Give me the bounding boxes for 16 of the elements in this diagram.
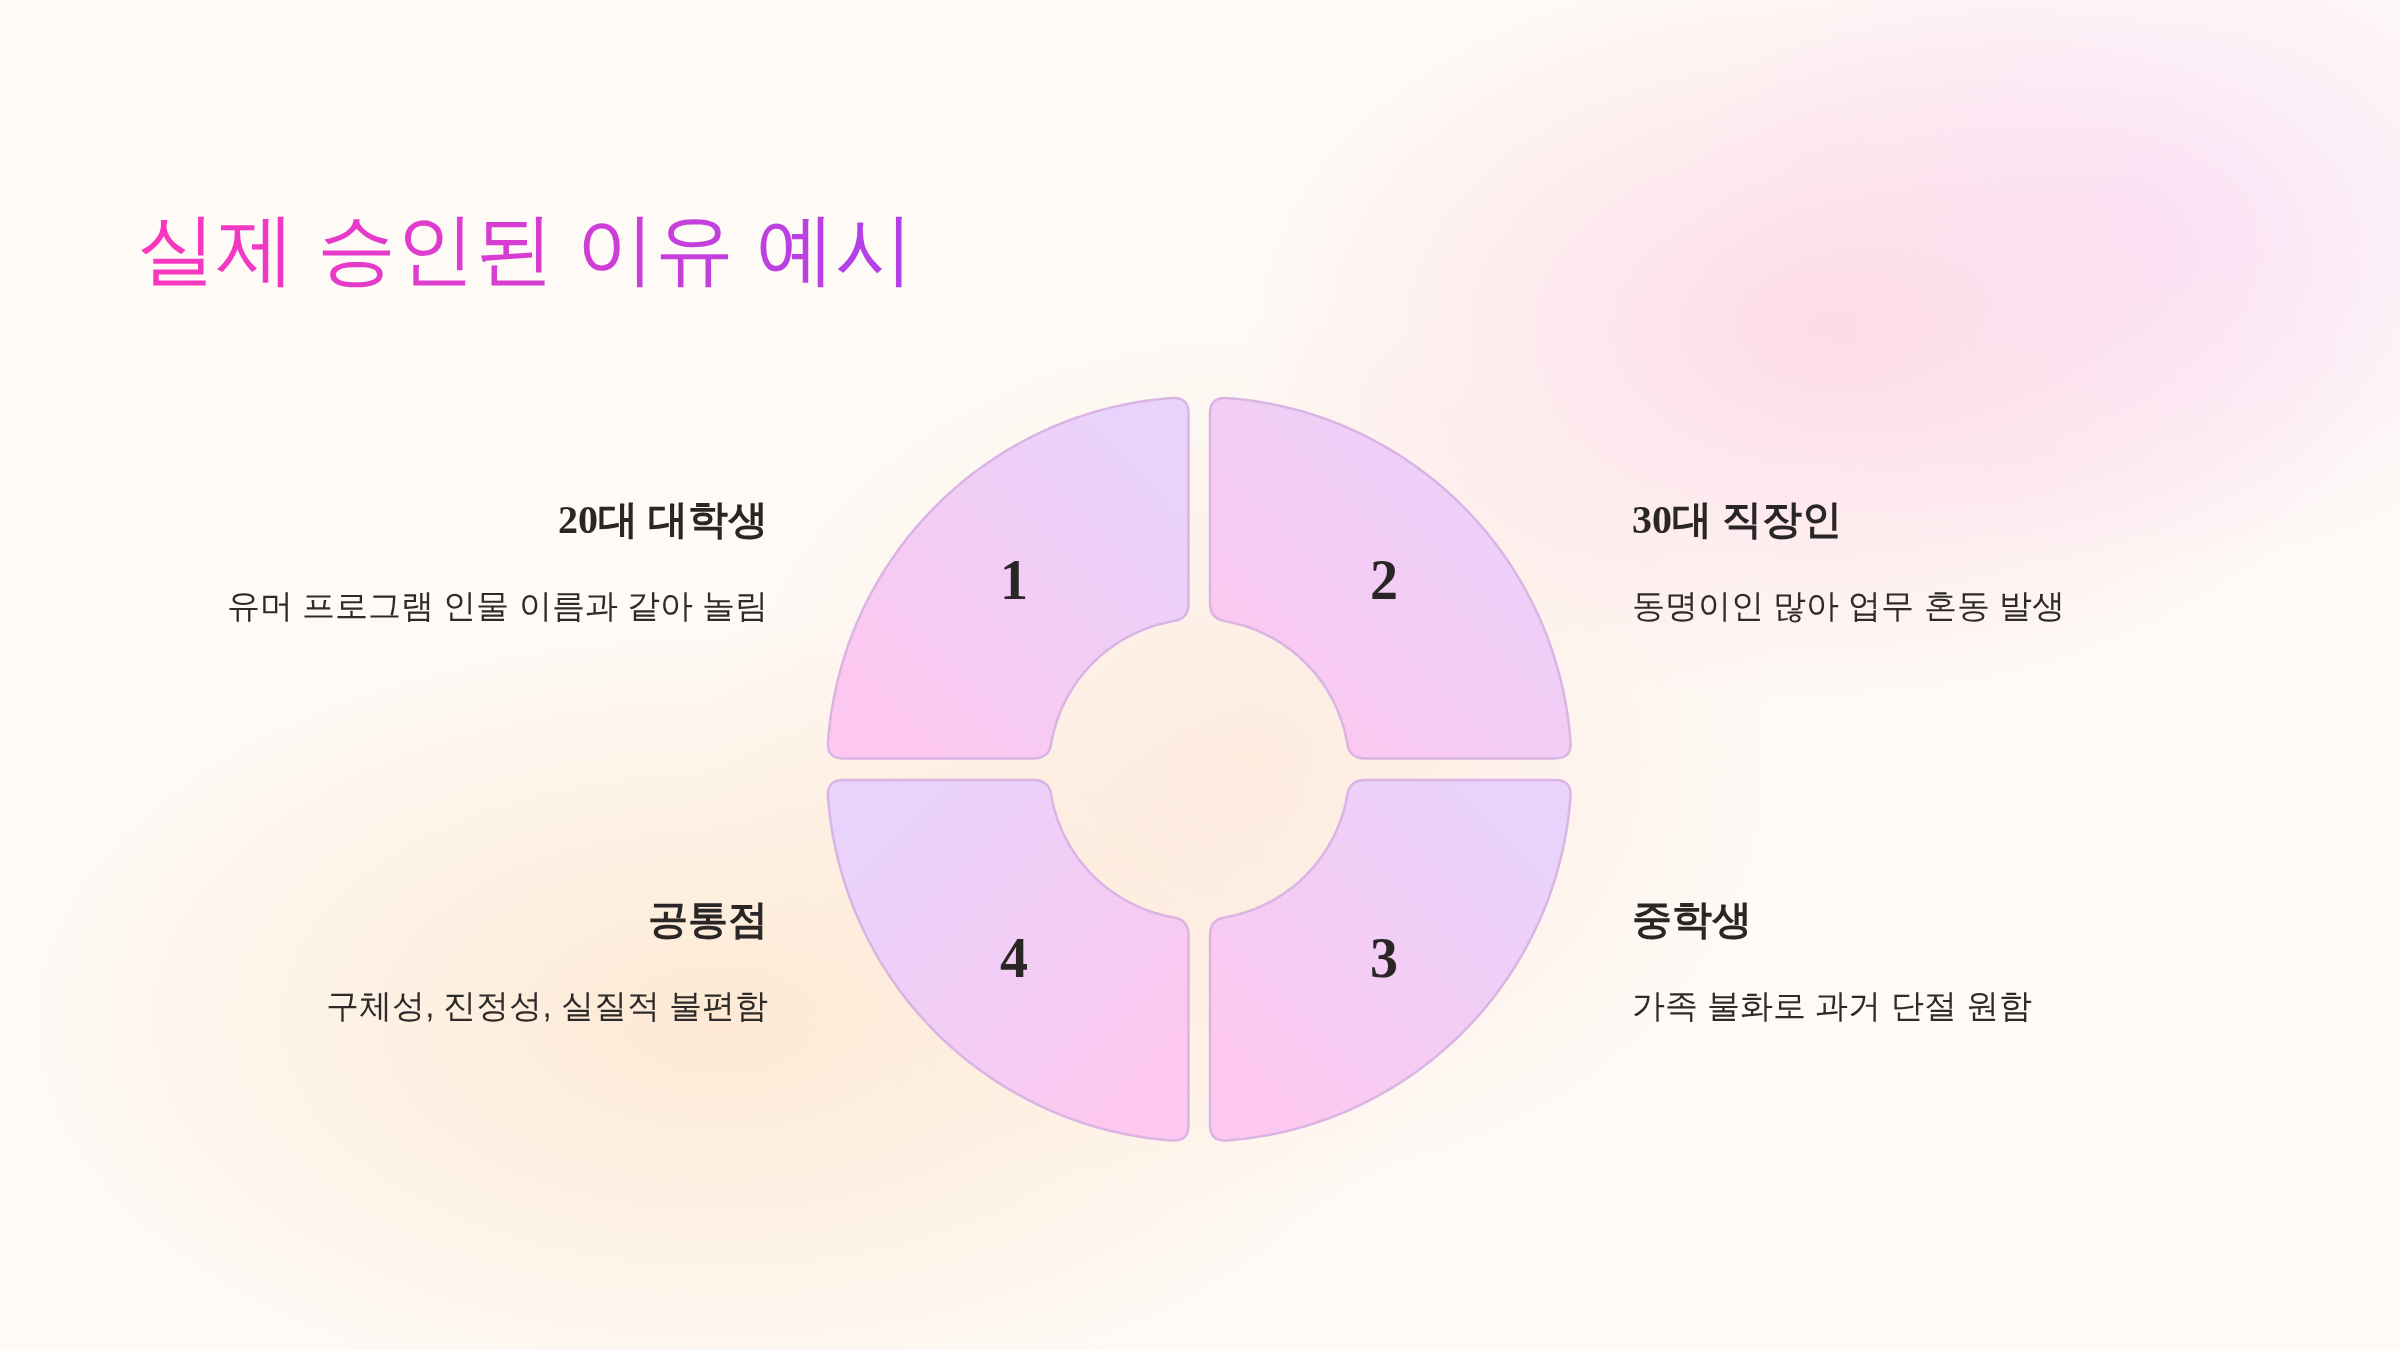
segment-number: 3 [1370,930,1398,986]
description: 유머 프로그램 인물 이름과 같아 놀림 [227,586,768,626]
heading: 중학생 [1632,896,1752,944]
description: 가족 불화로 과거 단절 원함 [1632,986,2032,1026]
heading: 20대 대학생 [558,496,768,544]
ring-segment [1206,776,1574,1144]
segment-number: 4 [1000,930,1028,986]
heading: 30대 직장인 [1632,496,1842,544]
segment-number: 1 [1000,552,1028,608]
ring-segment [1206,394,1574,762]
segment-number: 2 [1370,552,1398,608]
heading: 공통점 [648,896,768,944]
description: 구체성, 진정성, 실질적 불편함 [326,986,768,1026]
ring-segment [824,776,1192,1144]
description: 동명이인 많아 업무 혼동 발생 [1632,586,2065,626]
ring-segment [824,394,1192,762]
